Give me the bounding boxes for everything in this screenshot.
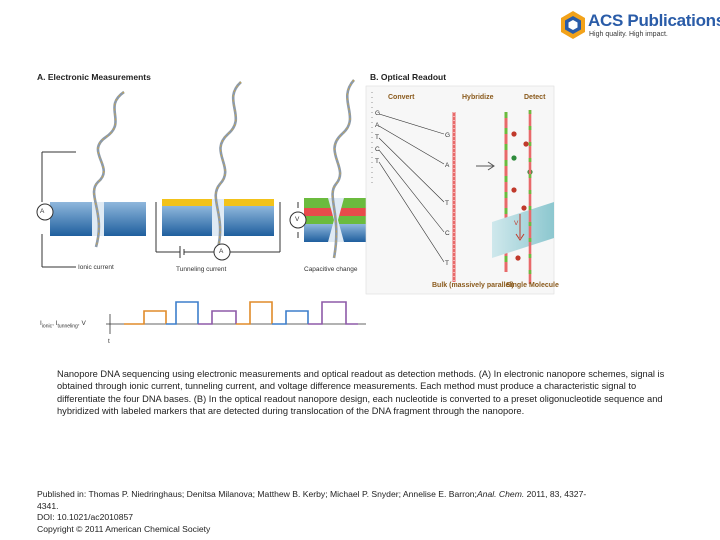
publisher-name: ACS Publications — [588, 11, 720, 30]
base-t: T — [375, 134, 379, 141]
meter-a2-label: A — [219, 248, 224, 255]
citation-volume: 2011, 83, 4327- — [524, 489, 587, 499]
publisher-tagline: High quality. High impact. — [589, 31, 668, 38]
signal-axis-symbol: I — [40, 320, 42, 327]
signal-axis-sub-ionic: ionic — [41, 323, 53, 330]
capacitive-change-pore — [289, 79, 368, 259]
signal-axis-label: Iionic, Itunneling, V — [40, 320, 86, 330]
ionic-current-pore — [36, 90, 146, 268]
meter-v-label: V — [295, 216, 300, 223]
citation-copyright: Copyright © 2011 American Chemical Socie… — [37, 523, 211, 534]
base-g: G — [375, 110, 381, 117]
strand-label-t: T — [445, 200, 449, 207]
tunneling-current-label: Tunneling current — [176, 266, 227, 273]
citation-published-line: Published in: Thomas P. Niedringhaus; De… — [37, 489, 687, 501]
panel-b-detect-column — [492, 110, 554, 284]
meter-a-label: A — [40, 208, 45, 215]
strand-label-a: A — [445, 162, 450, 169]
base-a: A — [375, 122, 380, 129]
base-t2: T — [375, 158, 379, 165]
panel-b-background — [365, 85, 555, 295]
acs-publications-logo: ACS Publications High quality. High impa… — [558, 8, 720, 42]
signal-trace — [106, 301, 366, 334]
step-hybridize: Hybridize — [462, 94, 494, 101]
panel-a-title: A. Electronic Measurements — [37, 72, 151, 82]
tunneling-current-pore — [155, 81, 281, 261]
signal-axis-v: V — [81, 320, 86, 327]
bulk-label: Bulk (massively parallel) — [432, 282, 514, 289]
base-c: C — [375, 146, 380, 153]
figure-graphics — [36, 79, 555, 334]
step-detect: Detect — [524, 94, 546, 101]
time-axis-label: t — [108, 338, 110, 345]
panel-b-convert-column — [371, 92, 456, 282]
single-molecule-label: Single Molecule — [506, 282, 559, 289]
capacitive-change-label: Capacitive change — [304, 266, 358, 273]
strand-label-t2: T — [445, 260, 449, 267]
step-convert: Convert — [388, 94, 415, 101]
figure: A. Electronic Measurements — [36, 62, 559, 352]
citation-doi[interactable]: DOI: 10.1021/ac2010857 — [37, 512, 134, 522]
citation-journal: Anal. Chem. — [476, 489, 525, 499]
ionic-current-label: Ionic current — [78, 264, 114, 271]
figure-caption: Nanopore DNA sequencing using electronic… — [57, 369, 665, 417]
citation: Published in: Thomas P. Niedringhaus; De… — [37, 489, 687, 535]
detect-voltage-label: V — [514, 220, 519, 227]
citation-authors: Published in: Thomas P. Niedringhaus; De… — [37, 489, 477, 499]
strand-label-c: C — [445, 230, 450, 237]
signal-axis-symbol-2: I — [55, 320, 58, 327]
acs-hexagon-logo-icon — [561, 11, 585, 39]
strand-label-g: G — [445, 132, 451, 139]
citation-pages-continued: 4341. — [37, 500, 59, 511]
panel-b-title: B. Optical Readout — [370, 72, 447, 82]
signal-axis-sub-tunneling: tunneling — [57, 323, 78, 330]
